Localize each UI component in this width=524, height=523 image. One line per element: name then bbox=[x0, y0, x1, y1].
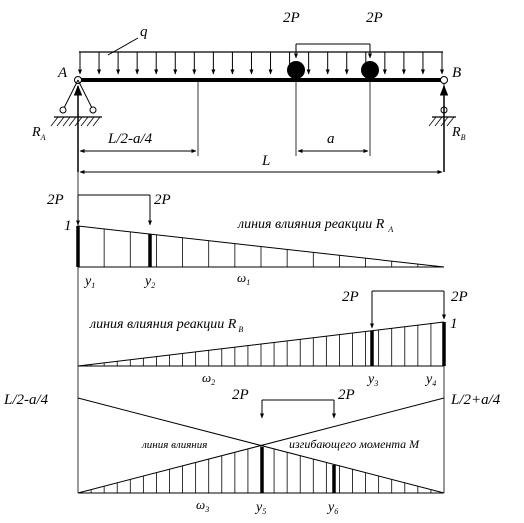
rb-hatching bbox=[90, 323, 432, 366]
force-left-label: 2P bbox=[283, 10, 300, 26]
support-hatch-line bbox=[446, 116, 455, 127]
m-omega-label: ω3 bbox=[196, 497, 209, 514]
force-right-label: 2P bbox=[366, 10, 383, 26]
wheel-left bbox=[287, 61, 305, 79]
m-hatching bbox=[90, 445, 432, 493]
wheel-right bbox=[361, 61, 379, 79]
m-right-ordinate-label: L/2+a/4 bbox=[450, 392, 501, 408]
hinge-b bbox=[440, 76, 448, 84]
point-a-label: A bbox=[57, 65, 68, 81]
m-force-1-label: 2P bbox=[232, 387, 249, 403]
ra-force-2-label: 2P bbox=[154, 192, 171, 208]
dim-left-offset-label: L/2-a/4 bbox=[107, 131, 153, 147]
support-hatch-line bbox=[50, 116, 59, 127]
ra-y2-label: y2 bbox=[143, 274, 155, 290]
rb-force-1-label: 2P bbox=[342, 289, 359, 305]
m-title-2: изгибающего момента M bbox=[289, 437, 420, 451]
support-hatch-line bbox=[86, 116, 95, 127]
support-hatch-line bbox=[92, 116, 101, 127]
influence-line-m: 2P 2P L/2-a/4 L/2+a/4 линия влияния изги… bbox=[3, 366, 501, 516]
rb-y4-label: y4 bbox=[424, 372, 436, 388]
m-y6-label: y6 bbox=[326, 500, 338, 516]
dim-spacing-label: a bbox=[327, 131, 335, 147]
rb-omega-label: ω2 bbox=[202, 370, 215, 387]
ra-hatching bbox=[103, 228, 419, 267]
m-title-1: линия влияния bbox=[141, 439, 207, 451]
rb-force-2-label: 2P bbox=[451, 289, 468, 305]
support-hatch-line bbox=[80, 116, 89, 127]
support-a bbox=[50, 79, 102, 127]
ra-max-ordinate: 1 bbox=[64, 218, 72, 234]
distributed-load-arrows bbox=[78, 52, 444, 75]
m-y5-label: y5 bbox=[254, 500, 266, 516]
ra-y1-label: y1 bbox=[83, 274, 95, 290]
support-hatch-line bbox=[62, 116, 71, 127]
support-hatch-line bbox=[56, 116, 65, 127]
load-q-leader bbox=[107, 37, 139, 56]
support-hatch-line bbox=[434, 116, 443, 127]
ra-omega-label: ω1 bbox=[237, 270, 250, 287]
reaction-a-label: RA bbox=[31, 125, 46, 142]
load-q-label: q bbox=[140, 24, 148, 40]
support-b bbox=[428, 83, 456, 127]
support-hatch-line bbox=[428, 116, 437, 127]
support-hatch-line bbox=[68, 116, 77, 127]
m-force-2-label: 2P bbox=[338, 387, 355, 403]
rb-y3-label: y3 bbox=[366, 372, 378, 388]
ra-force-1-label: 2P bbox=[47, 192, 64, 208]
concentrated-loads bbox=[287, 43, 379, 79]
reaction-b-label: RB bbox=[451, 125, 466, 142]
m-left-ordinate-label: L/2-a/4 bbox=[3, 392, 49, 408]
dim-span-label: L bbox=[261, 153, 270, 169]
point-b-label: B bbox=[452, 65, 461, 81]
beam-scheme: 2P 2P q A B RA RB L/2-a/4 a L bbox=[31, 10, 466, 174]
rb-max-ordinate: 1 bbox=[450, 316, 458, 332]
